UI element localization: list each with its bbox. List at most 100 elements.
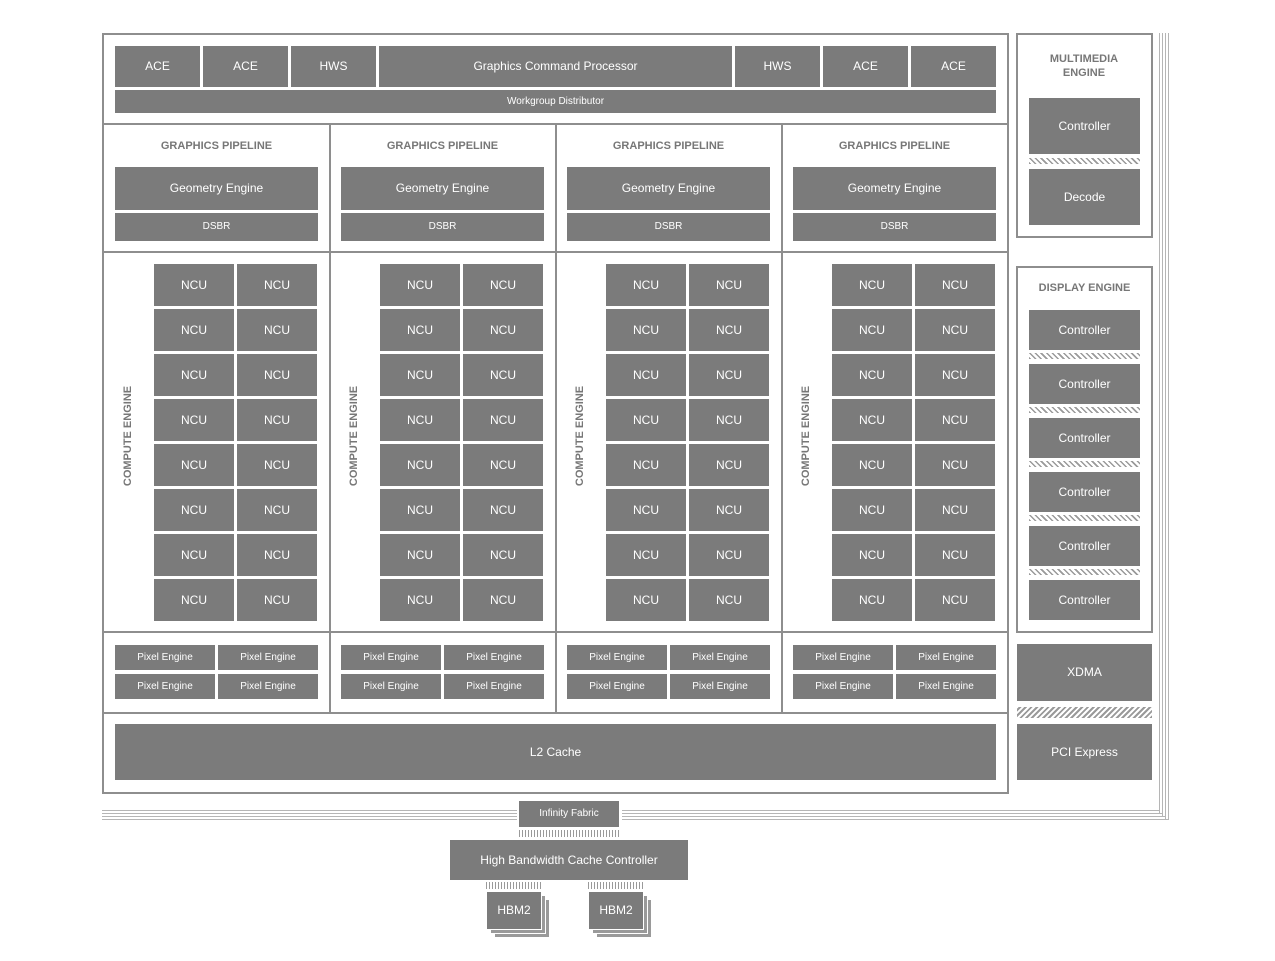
pixel-engine: Pixel Engine (444, 674, 544, 699)
ncu-unit: NCU (237, 354, 317, 396)
bottom-rail-7 (622, 816, 1166, 817)
ace-unit: ACE (911, 46, 996, 87)
geometry-engine: Geometry Engine (793, 167, 996, 210)
hws-unit: HWS (735, 46, 820, 87)
right-rail-3 (1165, 33, 1166, 820)
hbm2-memory: HBM2 (486, 891, 542, 930)
ncu-unit: NCU (463, 264, 543, 306)
column-separator (781, 125, 783, 713)
decode-unit: Decode (1029, 169, 1140, 225)
ncu-unit: NCU (832, 309, 912, 351)
connector (588, 882, 643, 889)
ncu-unit: NCU (380, 579, 460, 621)
pixel-engine: Pixel Engine (341, 674, 441, 699)
pixel-engine: Pixel Engine (567, 645, 667, 670)
ncu-unit: NCU (915, 444, 995, 486)
ncu-unit: NCU (237, 264, 317, 306)
column-separator (329, 125, 331, 713)
pixel-engine: Pixel Engine (670, 645, 770, 670)
ncu-unit: NCU (689, 489, 769, 531)
ncu-unit: NCU (154, 309, 234, 351)
ace-unit: ACE (115, 46, 200, 87)
display-engine-title: DISPLAY ENGINE (1038, 281, 1131, 294)
ncu-unit: NCU (463, 444, 543, 486)
ncu-unit: NCU (463, 579, 543, 621)
hbm2-memory: HBM2 (588, 891, 644, 930)
ncu-unit: NCU (606, 579, 686, 621)
pixel-engine: Pixel Engine (115, 674, 215, 699)
ncu-unit: NCU (606, 534, 686, 576)
ncu-unit: NCU (915, 264, 995, 306)
bottom-rail-6 (622, 813, 1163, 814)
compute-engine-title: COMPUTE ENGINE (574, 385, 586, 487)
bottom-rail-5 (622, 810, 1160, 811)
connector (1029, 407, 1140, 413)
ncu-unit: NCU (832, 489, 912, 531)
connector (1029, 353, 1140, 359)
display-controller: Controller (1029, 526, 1140, 566)
geometry-engine: Geometry Engine (341, 167, 544, 210)
pixel-engine: Pixel Engine (670, 674, 770, 699)
ncu-unit: NCU (689, 264, 769, 306)
connector (1017, 707, 1152, 718)
ncu-unit: NCU (154, 444, 234, 486)
right-rail-4 (1168, 33, 1169, 819)
pixel-engine: Pixel Engine (115, 645, 215, 670)
pixel-engine: Pixel Engine (341, 645, 441, 670)
pci-express: PCI Express (1017, 724, 1152, 780)
ncu-unit: NCU (380, 264, 460, 306)
workgroup-distributor: Workgroup Distributor (115, 90, 996, 113)
connector (486, 882, 541, 889)
ncu-unit: NCU (237, 489, 317, 531)
ncu-unit: NCU (463, 354, 543, 396)
ncu-unit: NCU (237, 399, 317, 441)
ncu-unit: NCU (154, 579, 234, 621)
separator (104, 712, 1007, 714)
ncu-unit: NCU (832, 399, 912, 441)
ncu-unit: NCU (463, 309, 543, 351)
l2-cache: L2 Cache (115, 724, 996, 780)
multimedia-controller: Controller (1029, 98, 1140, 154)
graphics-pipeline-title: GRAPHICS PIPELINE (160, 139, 273, 152)
xdma: XDMA (1017, 644, 1152, 701)
ncu-unit: NCU (915, 489, 995, 531)
high-bandwidth-cache-controller: High Bandwidth Cache Controller (450, 840, 688, 880)
graphics-pipeline-title: GRAPHICS PIPELINE (612, 139, 725, 152)
multimedia-engine-title: MULTIMEDIA ENGINE (1049, 52, 1119, 79)
connector (519, 830, 619, 837)
graphics-command-processor: Graphics Command Processor (379, 46, 732, 87)
ncu-unit: NCU (237, 444, 317, 486)
ncu-unit: NCU (154, 534, 234, 576)
ncu-unit: NCU (832, 579, 912, 621)
pixel-engine: Pixel Engine (896, 674, 996, 699)
ncu-unit: NCU (689, 534, 769, 576)
connector (1029, 158, 1140, 164)
ncu-unit: NCU (689, 579, 769, 621)
ncu-unit: NCU (832, 444, 912, 486)
graphics-pipeline-title: GRAPHICS PIPELINE (838, 139, 951, 152)
dsbr: DSBR (567, 213, 770, 241)
ncu-unit: NCU (606, 309, 686, 351)
ncu-unit: NCU (689, 354, 769, 396)
pixel-engine: Pixel Engine (218, 645, 318, 670)
connector (1029, 461, 1140, 467)
bottom-rail-8 (622, 819, 1169, 820)
ncu-unit: NCU (380, 399, 460, 441)
ncu-unit: NCU (832, 264, 912, 306)
ncu-unit: NCU (915, 309, 995, 351)
ncu-unit: NCU (237, 309, 317, 351)
hws-unit: HWS (291, 46, 376, 87)
separator (104, 123, 1007, 125)
ncu-unit: NCU (915, 579, 995, 621)
ncu-unit: NCU (154, 354, 234, 396)
ncu-unit: NCU (154, 399, 234, 441)
ncu-unit: NCU (606, 264, 686, 306)
right-rail-2 (1162, 33, 1163, 817)
ncu-unit: NCU (154, 264, 234, 306)
ncu-unit: NCU (380, 354, 460, 396)
ncu-unit: NCU (689, 309, 769, 351)
ncu-unit: NCU (606, 354, 686, 396)
display-controller: Controller (1029, 364, 1140, 404)
bottom-rail-1 (102, 810, 517, 811)
pixel-engine: Pixel Engine (567, 674, 667, 699)
